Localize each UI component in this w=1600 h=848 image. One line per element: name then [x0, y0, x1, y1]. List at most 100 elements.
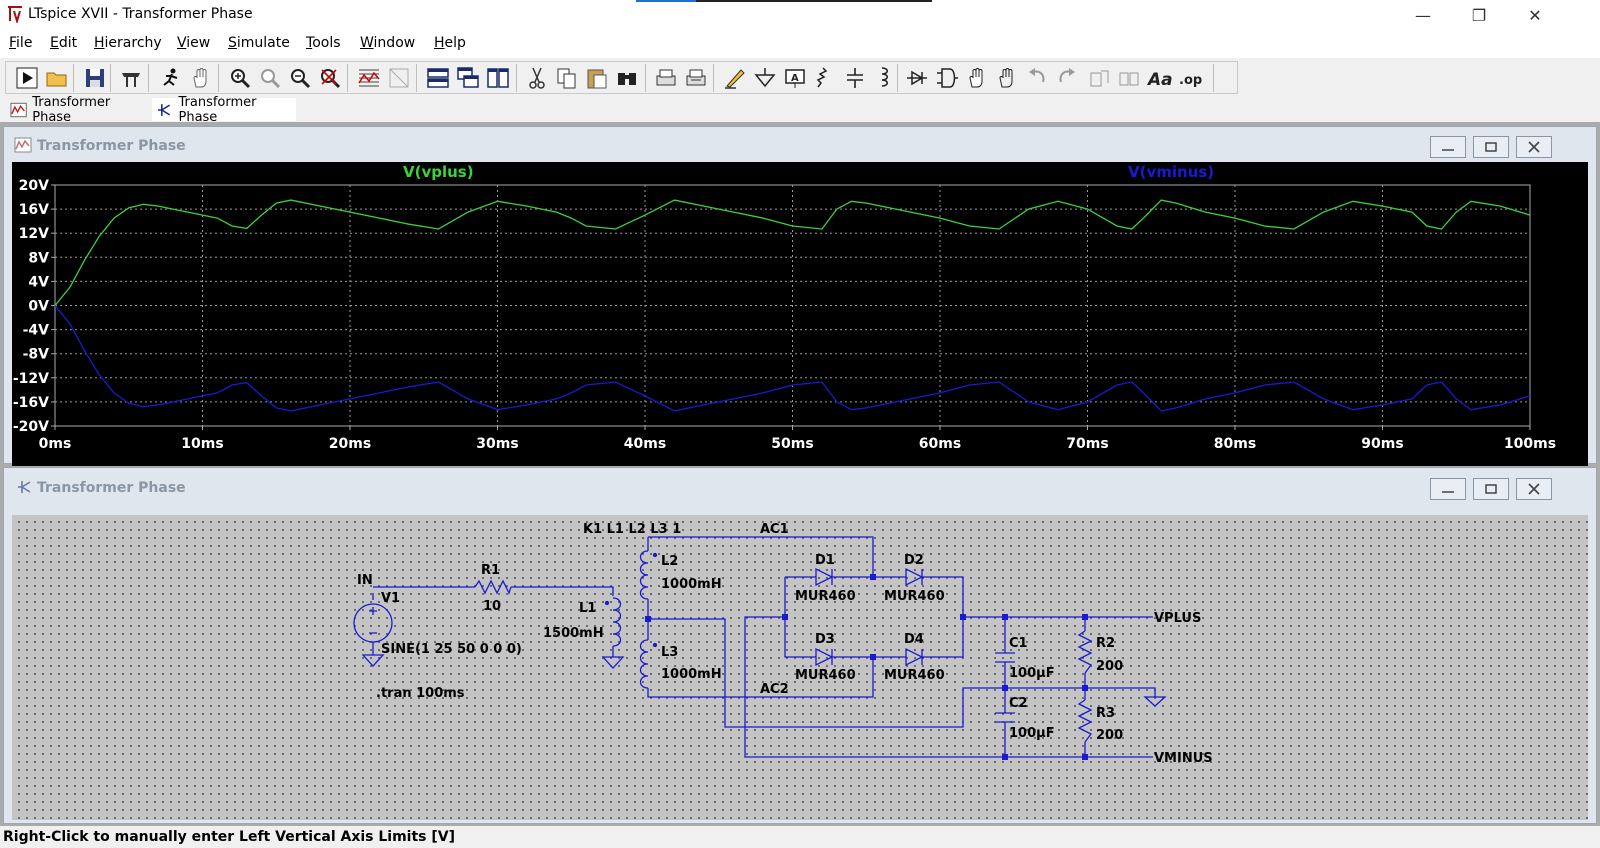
net-label-vminus[interactable]: VMINUS [1154, 751, 1213, 766]
d2-name[interactable]: D2 [904, 553, 924, 568]
mirror-tool-button[interactable] [1116, 65, 1142, 91]
menu-simulate[interactable]: Simulate [228, 35, 290, 51]
l1-name[interactable]: L1 [579, 601, 596, 616]
inductor-l2[interactable] [639, 550, 649, 600]
d1-value[interactable]: MUR460 [795, 589, 856, 604]
capacitor-c2[interactable] [995, 712, 1015, 723]
d3-name[interactable]: D3 [815, 632, 835, 647]
schem-maximize-button[interactable] [1473, 478, 1509, 500]
l2-value[interactable]: 1000mH [661, 577, 722, 592]
menu-help[interactable]: Help [434, 35, 466, 51]
undo-tool-button[interactable] [1024, 65, 1050, 91]
wire[interactable] [744, 616, 1153, 758]
wire-tool-button[interactable] [722, 65, 748, 91]
tile-horizontal-tool-button[interactable] [425, 65, 451, 91]
find-tool-button[interactable] [614, 65, 640, 91]
r2-name[interactable]: R2 [1096, 636, 1115, 651]
inductor-tool-button[interactable] [872, 65, 898, 91]
menu-hierarchy[interactable]: Hierarchy [94, 35, 162, 51]
schematic-drawing[interactable]: IN V1 SINE(1 25 50 0 0 0) R1 10 L1 1500m… [12, 515, 1588, 820]
close-button[interactable]: ✕ [1512, 0, 1558, 31]
schem-close-button[interactable] [1516, 478, 1552, 500]
net-label-ac2[interactable]: AC2 [760, 682, 789, 697]
series-line-vplus[interactable] [54, 199, 1531, 306]
copy-tool-button[interactable] [554, 65, 580, 91]
diode-d3[interactable] [815, 647, 834, 667]
v1-value[interactable]: SINE(1 25 50 0 0 0) [381, 642, 522, 657]
halt-tool-button[interactable] [158, 65, 184, 91]
r2-value[interactable]: 200 [1096, 659, 1123, 674]
menu-window[interactable]: Window [360, 35, 416, 51]
text-tool-button[interactable]: Aa [1146, 65, 1173, 91]
zoom-in-tool-button[interactable] [227, 65, 253, 91]
resistor-r3[interactable] [1077, 699, 1093, 743]
component-tool-button[interactable] [934, 65, 960, 91]
menu-edit[interactable]: Edit [50, 35, 78, 51]
d1-name[interactable]: D1 [815, 553, 835, 568]
rotate-tool-button[interactable] [1086, 65, 1112, 91]
print-preview-tool-button[interactable] [683, 65, 709, 91]
plot-close-button[interactable] [1516, 136, 1552, 158]
wire[interactable] [372, 586, 614, 600]
plot-maximize-button[interactable] [1473, 136, 1509, 158]
spice-directive-tool-button[interactable]: .op [1176, 65, 1202, 91]
zoom-cancel-tool-button[interactable] [317, 65, 343, 91]
wire[interactable] [648, 618, 1156, 728]
redo-tool-button[interactable] [1054, 65, 1080, 91]
net-label-ac1[interactable]: AC1 [760, 522, 789, 537]
save-tool-button[interactable] [82, 65, 108, 91]
mark-tool-button[interactable] [386, 65, 412, 91]
restore-button[interactable]: ❐ [1456, 0, 1502, 31]
ground-tool-button[interactable] [752, 65, 778, 91]
c1-name[interactable]: C1 [1009, 636, 1028, 651]
label-tool-button[interactable]: A [782, 65, 808, 91]
print-tool-button[interactable] [653, 65, 679, 91]
minimize-button[interactable]: — [1400, 0, 1446, 31]
wire[interactable] [647, 536, 874, 577]
schematic-canvas[interactable]: IN V1 SINE(1 25 50 0 0 0) R1 10 L1 1500m… [12, 515, 1588, 820]
v1-name[interactable]: V1 [381, 591, 400, 606]
net-label-vplus[interactable]: VPLUS [1154, 611, 1201, 626]
resistor-r1[interactable] [474, 579, 512, 595]
legend-label-vminus[interactable]: V(vminus) [1128, 163, 1214, 181]
l3-name[interactable]: L3 [661, 645, 678, 660]
plot-minimize-button[interactable] [1430, 136, 1466, 158]
resistor-r2[interactable] [1077, 630, 1093, 674]
wire[interactable] [784, 577, 964, 658]
menu-view[interactable]: View [177, 35, 211, 51]
menu-tools[interactable]: Tools [306, 35, 341, 51]
tile-vertical-tool-button[interactable] [485, 65, 511, 91]
r1-name[interactable]: R1 [481, 563, 500, 578]
c2-value[interactable]: 100µF [1009, 726, 1055, 741]
capacitor-c1[interactable] [995, 652, 1015, 663]
inductor-l3[interactable] [639, 639, 649, 689]
series-line-vminus[interactable] [54, 305, 1531, 412]
r3-value[interactable]: 200 [1096, 728, 1123, 743]
diode-d1[interactable] [815, 567, 834, 587]
d4-value[interactable]: MUR460 [884, 668, 945, 683]
c1-value[interactable]: 100µF [1009, 666, 1055, 681]
d2-value[interactable]: MUR460 [884, 589, 945, 604]
c2-name[interactable]: C2 [1009, 696, 1028, 711]
resistor-tool-button[interactable] [812, 65, 838, 91]
inductor-l1[interactable] [612, 597, 622, 647]
wire[interactable] [647, 657, 874, 698]
l1-value[interactable]: 1500mH [543, 626, 604, 641]
tab-schematic[interactable]: Transformer Phase [152, 95, 296, 125]
diode-d2[interactable] [905, 567, 924, 587]
wire[interactable] [785, 576, 964, 617]
r1-value[interactable]: 10 [483, 599, 501, 614]
open-tool-button[interactable] [44, 65, 70, 91]
d4-name[interactable]: D4 [904, 632, 924, 647]
spice-directive-tran[interactable]: .tran 100ms [376, 686, 465, 701]
paste-tool-button[interactable] [584, 65, 610, 91]
d3-value[interactable]: MUR460 [795, 668, 856, 683]
run-tool-button[interactable] [14, 65, 40, 91]
control-panel-tool-button[interactable] [118, 65, 144, 91]
diode-d4[interactable] [905, 647, 924, 667]
l3-value[interactable]: 1000mH [661, 667, 722, 682]
cascade-tool-button[interactable] [455, 65, 481, 91]
zoom-area-tool-button[interactable] [257, 65, 283, 91]
